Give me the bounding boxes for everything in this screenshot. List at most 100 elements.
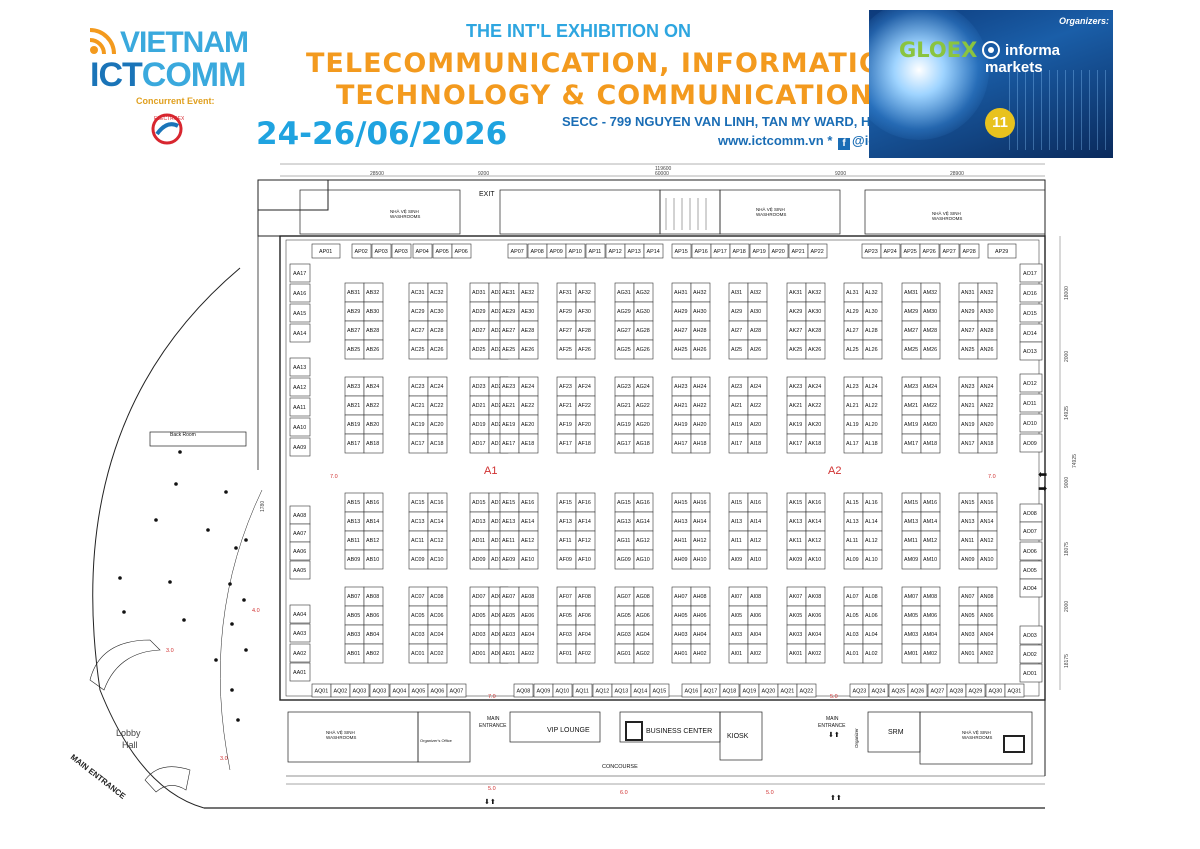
booth-af11[interactable]: AF11 [556,530,577,551]
booth-aa13[interactable]: AA13 [289,357,311,377]
booth-ah03[interactable]: AH03 [671,624,692,645]
booth-an23[interactable]: AN23 [958,376,979,397]
booth-ab29[interactable]: AB29 [344,301,365,322]
booth-ak20[interactable]: AK20 [805,414,826,435]
booth-af25[interactable]: AF25 [556,339,577,360]
booth-ag10[interactable]: AG10 [633,549,654,570]
booth-aq05[interactable]: AQ05 [408,683,429,698]
booth-ak17[interactable]: AK17 [786,433,807,454]
booth-al18[interactable]: AL18 [862,433,883,454]
booth-aa05[interactable]: AA05 [289,560,311,580]
booth-aq22[interactable]: AQ22 [796,683,817,698]
booth-al21[interactable]: AL21 [843,395,864,416]
booth-ae25[interactable]: AE25 [499,339,520,360]
booth-ah22[interactable]: AH22 [690,395,711,416]
booth-ab24[interactable]: AB24 [363,376,384,397]
booth-an17[interactable]: AN17 [958,433,979,454]
booth-aa17[interactable]: AA17 [289,263,311,283]
booth-am24[interactable]: AM24 [920,376,941,397]
booth-ap15[interactable]: AP15 [671,243,692,259]
booth-aq30[interactable]: AQ30 [985,683,1006,698]
booth-al07[interactable]: AL07 [843,586,864,607]
booth-ak29[interactable]: AK29 [786,301,807,322]
booth-ah06[interactable]: AH06 [690,605,711,626]
booth-ai09[interactable]: AI09 [728,549,749,570]
booth-ap17[interactable]: AP17 [710,243,731,259]
booth-al13[interactable]: AL13 [843,511,864,532]
booth-an31[interactable]: AN31 [958,282,979,303]
booth-an22[interactable]: AN22 [977,395,998,416]
booth-ag12[interactable]: AG12 [633,530,654,551]
booth-ah27[interactable]: AH27 [671,320,692,341]
booth-ap03[interactable]: AP03 [371,243,392,259]
booth-an18[interactable]: AN18 [977,433,998,454]
booth-aa10[interactable]: AA10 [289,417,311,437]
booth-am11[interactable]: AM11 [901,530,922,551]
booth-ag24[interactable]: AG24 [633,376,654,397]
booth-ai03[interactable]: AI03 [728,624,749,645]
booth-ai28[interactable]: AI28 [747,320,768,341]
booth-aa04[interactable]: AA04 [289,604,311,624]
booth-ag01[interactable]: AG01 [614,643,635,664]
booth-ac29[interactable]: AC29 [408,301,429,322]
booth-ao08[interactable]: AO08 [1019,503,1043,523]
booth-ac16[interactable]: AC16 [427,492,448,513]
booth-ab02[interactable]: AB02 [363,643,384,664]
booth-ag21[interactable]: AG21 [614,395,635,416]
booth-ai26[interactable]: AI26 [747,339,768,360]
booth-an08[interactable]: AN08 [977,586,998,607]
booth-ac09[interactable]: AC09 [408,549,429,570]
booth-af30[interactable]: AF30 [575,301,596,322]
booth-af09[interactable]: AF09 [556,549,577,570]
booth-aa06[interactable]: AA06 [289,541,311,561]
booth-ab26[interactable]: AB26 [363,339,384,360]
booth-am21[interactable]: AM21 [901,395,922,416]
booth-ae09[interactable]: AE09 [499,549,520,570]
booth-al01[interactable]: AL01 [843,643,864,664]
booth-aq03[interactable]: AQ03 [369,683,390,698]
booth-al32[interactable]: AL32 [862,282,883,303]
booth-ak32[interactable]: AK32 [805,282,826,303]
booth-am30[interactable]: AM30 [920,301,941,322]
booth-ak13[interactable]: AK13 [786,511,807,532]
booth-ae20[interactable]: AE20 [518,414,539,435]
booth-ai13[interactable]: AI13 [728,511,749,532]
booth-ab15[interactable]: AB15 [344,492,365,513]
booth-ai04[interactable]: AI04 [747,624,768,645]
booth-ai08[interactable]: AI08 [747,586,768,607]
booth-ak25[interactable]: AK25 [786,339,807,360]
booth-al09[interactable]: AL09 [843,549,864,570]
booth-ad31[interactable]: AD31 [469,282,490,303]
booth-ab09[interactable]: AB09 [344,549,365,570]
booth-ai24[interactable]: AI24 [747,376,768,397]
booth-am07[interactable]: AM07 [901,586,922,607]
booth-ac31[interactable]: AC31 [408,282,429,303]
booth-ad11[interactable]: AD11 [469,530,490,551]
booth-af24[interactable]: AF24 [575,376,596,397]
booth-aq21[interactable]: AQ21 [777,683,798,698]
booth-ac27[interactable]: AC27 [408,320,429,341]
booth-ac18[interactable]: AC18 [427,433,448,454]
booth-aq31[interactable]: AQ31 [1004,683,1025,698]
booth-af16[interactable]: AF16 [575,492,596,513]
booth-ak18[interactable]: AK18 [805,433,826,454]
booth-aq10[interactable]: AQ10 [552,683,573,698]
booth-al02[interactable]: AL02 [862,643,883,664]
booth-an30[interactable]: AN30 [977,301,998,322]
booth-aq14[interactable]: AQ14 [630,683,651,698]
booth-ab04[interactable]: AB04 [363,624,384,645]
booth-af07[interactable]: AF07 [556,586,577,607]
booth-ap10[interactable]: AP10 [565,243,586,259]
booth-ak30[interactable]: AK30 [805,301,826,322]
booth-ad09[interactable]: AD09 [469,549,490,570]
booth-am29[interactable]: AM29 [901,301,922,322]
booth-ae24[interactable]: AE24 [518,376,539,397]
booth-an16[interactable]: AN16 [977,492,998,513]
booth-ag13[interactable]: AG13 [614,511,635,532]
booth-ae31[interactable]: AE31 [499,282,520,303]
booth-ai22[interactable]: AI22 [747,395,768,416]
booth-ai16[interactable]: AI16 [747,492,768,513]
booth-ah13[interactable]: AH13 [671,511,692,532]
booth-aq08[interactable]: AQ08 [513,683,534,698]
booth-ah02[interactable]: AH02 [690,643,711,664]
